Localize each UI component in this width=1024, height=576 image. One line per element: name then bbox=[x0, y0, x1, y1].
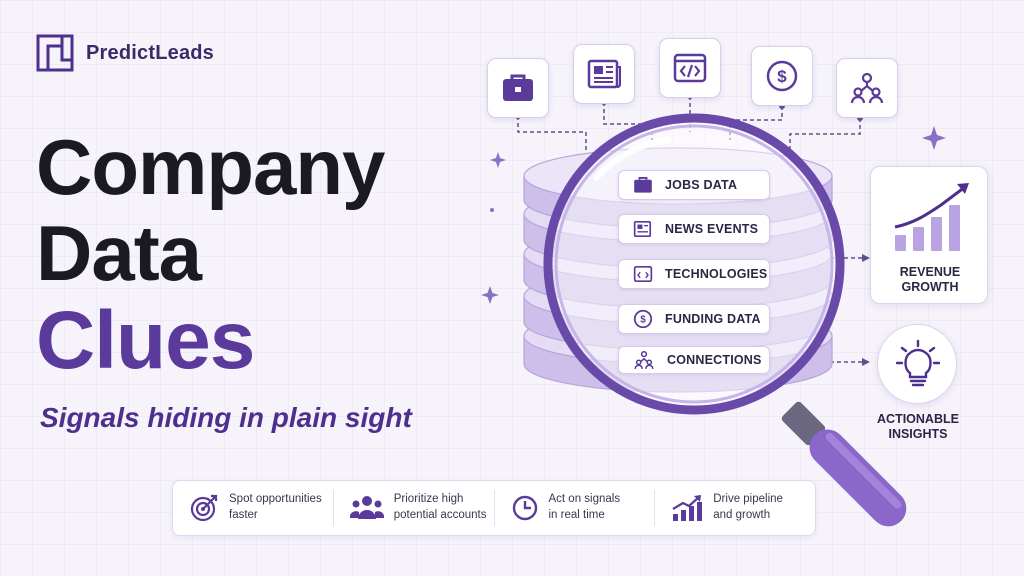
data-row-label: JOBS DATA bbox=[665, 178, 738, 192]
benefit-text: Prioritize high potential accounts bbox=[393, 493, 487, 521]
briefcase-icon bbox=[503, 74, 533, 101]
benefits-bar: Spot opportunities faster Prioritize hig… bbox=[172, 480, 816, 536]
briefcase-icon bbox=[634, 177, 652, 193]
brand-name: PredictLeads bbox=[86, 41, 215, 64]
data-row-news: NEWS EVENTS bbox=[618, 214, 770, 244]
benefit-text: Act on signals in real time bbox=[548, 493, 621, 521]
growth-chart-icon bbox=[894, 183, 969, 251]
data-row-label: FUNDING DATA bbox=[665, 312, 761, 326]
dollar-icon: $ bbox=[766, 60, 798, 92]
trend-chart-icon bbox=[672, 495, 703, 521]
data-row-funding: $ FUNDING DATA bbox=[618, 304, 770, 334]
newspaper-icon bbox=[633, 220, 652, 238]
data-row-label: CONNECTIONS bbox=[667, 353, 762, 367]
newspaper-icon bbox=[587, 59, 621, 89]
source-tile-connections bbox=[836, 58, 898, 118]
target-icon bbox=[190, 494, 218, 522]
svg-text:$: $ bbox=[777, 67, 787, 86]
data-row-technologies: TECHNOLOGIES bbox=[618, 259, 770, 289]
people-icon bbox=[349, 496, 384, 519]
insights-label-1: ACTIONABLE bbox=[877, 412, 959, 426]
benefit-text: Drive pipeline and growth bbox=[713, 493, 783, 521]
headline-line-3: Clues bbox=[36, 295, 255, 386]
benefit-text: Spot opportunities faster bbox=[229, 493, 322, 521]
headline-line-1: Company bbox=[36, 123, 385, 211]
svg-text:$: $ bbox=[640, 315, 646, 326]
data-row-connections: CONNECTIONS bbox=[618, 346, 770, 374]
revenue-growth-label-1: REVENUE bbox=[899, 265, 961, 279]
benefit-item: Act on signals in real time bbox=[495, 490, 656, 526]
headline-line-2: Data bbox=[36, 209, 202, 297]
brand-logo: PredictLeads bbox=[36, 34, 214, 72]
lightbulb-icon bbox=[896, 339, 940, 387]
data-row-label: NEWS EVENTS bbox=[665, 222, 759, 236]
revenue-growth-label-2: GROWTH bbox=[901, 280, 959, 294]
code-window-icon bbox=[633, 265, 653, 283]
benefit-item: Drive pipeline and growth bbox=[655, 490, 815, 526]
insights-circle bbox=[877, 324, 957, 404]
benefit-item: Prioritize high potential accounts bbox=[334, 490, 495, 526]
source-tile-funding: $ bbox=[751, 46, 813, 106]
insights-label-2: INSIGHTS bbox=[888, 427, 948, 441]
source-tile-technologies bbox=[659, 38, 721, 98]
source-tile-jobs bbox=[487, 58, 549, 118]
dollar-icon: $ bbox=[633, 309, 653, 329]
predictleads-logo-icon bbox=[36, 34, 74, 72]
network-icon bbox=[850, 72, 884, 104]
benefit-item: Spot opportunities faster bbox=[173, 490, 334, 526]
data-row-jobs: JOBS DATA bbox=[618, 170, 770, 200]
code-window-icon bbox=[673, 53, 707, 83]
revenue-growth-card: REVENUE GROWTH bbox=[870, 166, 988, 304]
clock-icon bbox=[512, 495, 537, 521]
source-tile-news bbox=[573, 44, 635, 104]
tagline: Signals hiding in plain sight bbox=[40, 402, 412, 433]
data-row-label: TECHNOLOGIES bbox=[665, 267, 768, 281]
network-icon bbox=[634, 351, 654, 369]
